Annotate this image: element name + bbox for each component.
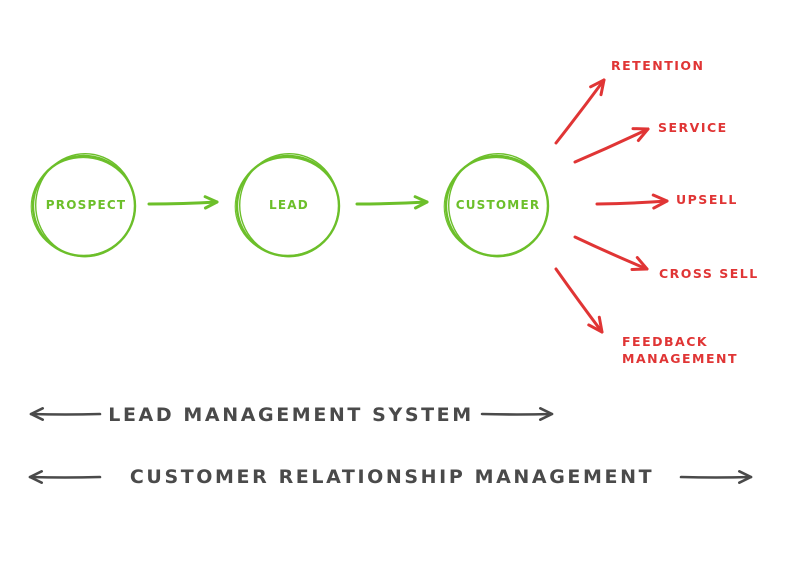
stage-label-prospect: PROSPECT <box>45 198 127 212</box>
arrow-to-feedback <box>554 267 604 334</box>
stage-label-lead: LEAD <box>269 198 309 212</box>
arrow-to-cross-sell <box>573 235 649 271</box>
outcome-label-upsell: UPSELL <box>676 192 738 207</box>
arrow-to-upsell <box>595 193 669 210</box>
arrow-lms-right <box>480 407 554 421</box>
arrow-to-service <box>573 127 650 164</box>
system-label-lead-management: LEAD MANAGEMENT SYSTEM <box>108 404 474 426</box>
arrow-prospect-to-lead <box>147 195 219 210</box>
arrow-lead-to-customer <box>355 195 429 210</box>
stage-circle-prospect <box>30 152 137 258</box>
arrow-lms-left <box>29 407 102 421</box>
outcome-label-cross-sell: CROSS SELL <box>659 266 759 281</box>
system-label-crm: CUSTOMER RELATIONSHIP MANAGEMENT <box>129 466 655 488</box>
stage-circle-lead <box>234 152 341 258</box>
outcome-label-retention: RETENTION <box>611 58 705 73</box>
arrow-crm-left <box>28 470 102 484</box>
outcome-label-feedback-management: FEEDBACK MANAGEMENT <box>622 334 739 366</box>
arrow-crm-right <box>679 470 753 484</box>
outcome-label-service: SERVICE <box>658 120 728 135</box>
stage-label-customer: CUSTOMER <box>455 198 541 212</box>
arrow-to-retention <box>554 78 606 145</box>
stage-circle-customer <box>443 152 550 258</box>
